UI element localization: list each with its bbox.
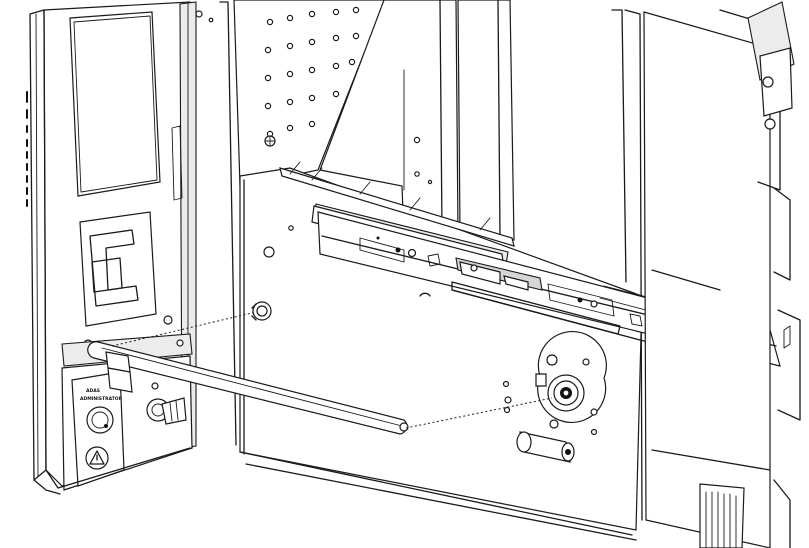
key-panel-text-line2: ADMINISTRATOR xyxy=(80,396,123,402)
lock-subpanel: ADAS ADMINISTRATOR xyxy=(61,355,193,491)
serial-label-plate xyxy=(699,483,745,548)
mounting-stud-left xyxy=(251,301,272,321)
perforated-rear-panel xyxy=(219,0,386,446)
panel-screw xyxy=(264,135,276,147)
perforation-holes xyxy=(264,6,360,138)
warning-triangle-icon xyxy=(85,446,109,470)
right-cabinet-section xyxy=(643,1,801,548)
badge-reader-bracket xyxy=(79,211,173,349)
cable-slot xyxy=(171,125,183,201)
lock-cylinder-upper xyxy=(86,406,114,434)
pivot-hub-assembly xyxy=(502,330,607,436)
alignment-guides xyxy=(111,311,553,429)
key-panel-text-line1: ADAS xyxy=(86,388,100,394)
right-vertical-support xyxy=(457,0,643,521)
hinge-pin xyxy=(516,431,575,463)
key-icon xyxy=(161,397,187,425)
display-window xyxy=(69,11,161,197)
mounting-rod xyxy=(87,341,409,435)
